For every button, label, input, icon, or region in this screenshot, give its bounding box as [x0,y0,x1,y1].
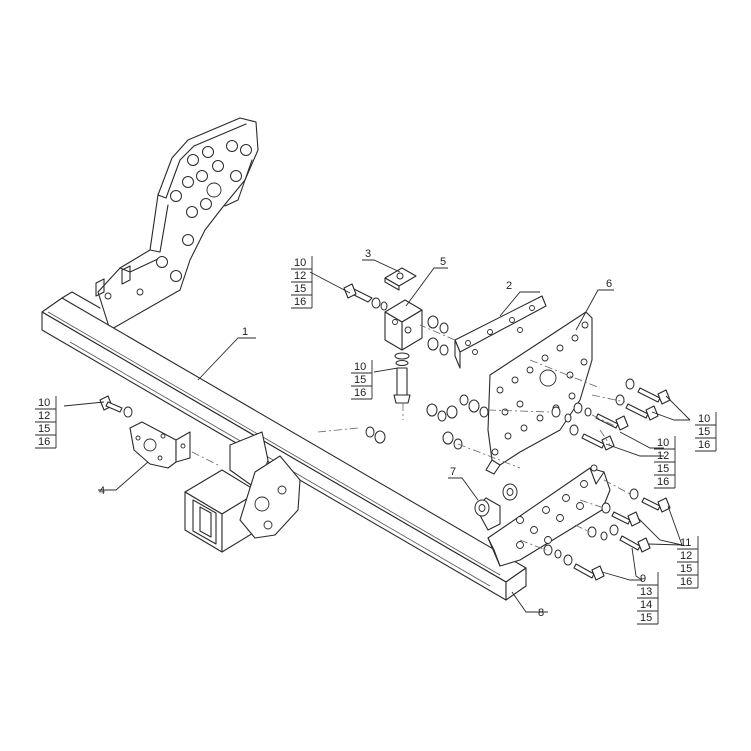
callout-8: 8 [538,607,544,619]
strip-plate [454,295,547,369]
callout-number: 2 [506,280,512,292]
callout-3: 3 [365,248,371,260]
callout-number: 11 [680,537,691,549]
callout-number: 10 [38,397,50,409]
fasteners [99,283,671,581]
callout-number: 12 [680,550,692,562]
callout-number: 16 [657,476,669,488]
callout-number: 6 [606,278,612,290]
callout-number: 10 [657,437,669,449]
callout-number: 15 [698,426,710,438]
callout-4: 4 [99,485,105,497]
callout-7: 7 [450,466,456,478]
angle-bracket [384,299,423,351]
callout-1: 1 [242,326,248,338]
callout-number: 15 [657,463,669,475]
callout-number: 1 [242,326,248,338]
callout-number: 4 [99,485,105,497]
callout-number: 12 [294,270,306,282]
callout-number: 10 [354,361,366,373]
callout-number: 5 [440,256,446,268]
hitch-receiver [184,431,301,553]
callout-number: 16 [680,576,692,588]
callout-number: 15 [38,423,50,435]
left-mounting-bracket [95,117,259,331]
side-bracket [129,421,191,469]
leader-lines [63,259,691,613]
right-mounting-plate [485,311,593,475]
callout-number: 15 [640,612,652,624]
callout-number: 9 [640,573,646,585]
callout-number: 12 [657,450,669,462]
callout-number: 16 [698,439,710,451]
main-cross-beam [41,291,527,601]
small-clamp-plate [384,267,417,291]
callout-number: 16 [354,387,366,399]
callout-number: 10 [698,413,710,425]
callout-number: 16 [294,296,306,308]
callout-number: 16 [38,436,50,448]
callout-5: 5 [440,256,446,268]
callout-2: 2 [506,280,512,292]
callout-number: 12 [38,410,50,422]
assembly-center-lines [191,324,631,551]
callout-number: 3 [365,248,371,260]
callout-number: 15 [354,374,366,386]
callout-number: 8 [538,607,544,619]
callout-6: 6 [606,278,612,290]
callout-number: 15 [294,283,306,295]
callout-number: 14 [640,599,652,611]
callout-number: 15 [680,563,692,575]
callout-number: 13 [640,586,652,598]
callout-number: 10 [294,257,306,269]
callout-number: 7 [450,466,456,478]
right-lower-bracket [475,464,611,567]
